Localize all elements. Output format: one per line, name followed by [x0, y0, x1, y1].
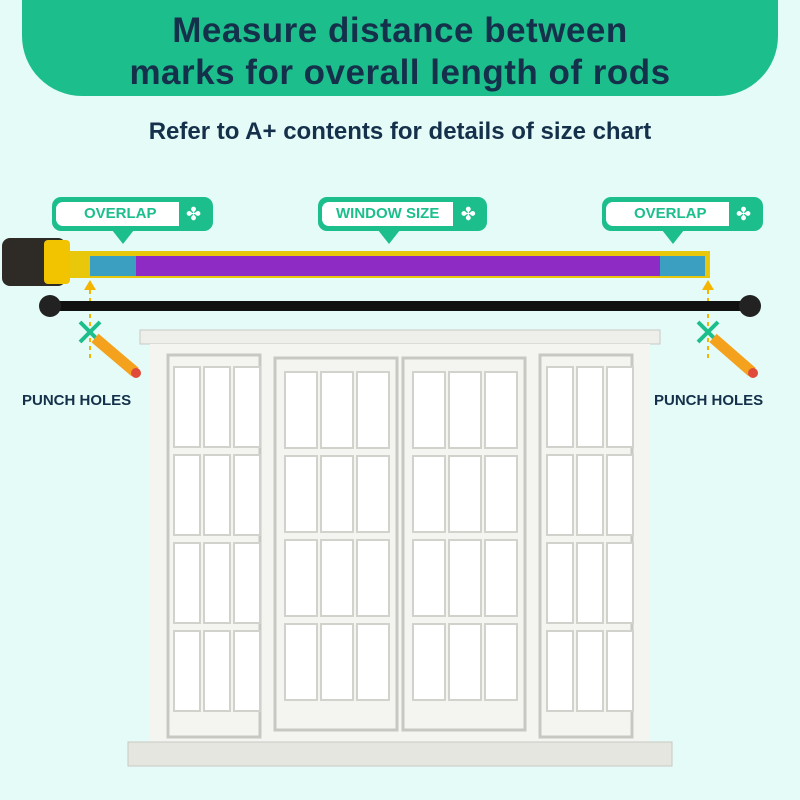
fan-icon: ✤	[460, 203, 476, 224]
punch-holes-right-label: PUNCH HOLES	[654, 392, 764, 409]
window-pane	[484, 371, 518, 449]
window-pane	[484, 623, 518, 701]
callout-overlap-right: OVERLAP ✤	[602, 197, 763, 244]
window-pane	[173, 542, 201, 624]
window-pane	[484, 455, 518, 533]
callout-label: OVERLAP	[56, 202, 179, 226]
window-pane	[356, 623, 390, 701]
window-pane	[576, 454, 604, 536]
window-pane	[233, 542, 261, 624]
title-line-2: marks for overall length of rods	[129, 53, 671, 92]
window-pane	[412, 371, 446, 449]
window-pane	[576, 542, 604, 624]
window-pane	[233, 366, 261, 448]
window-pane	[448, 455, 482, 533]
callout-label: WINDOW SIZE	[322, 202, 454, 226]
window-pane	[546, 454, 574, 536]
window-pane	[606, 542, 634, 624]
fan-icon: ✤	[735, 203, 752, 224]
header-banner	[22, 0, 778, 96]
window-pane	[546, 630, 574, 712]
window-pane	[412, 623, 446, 701]
window-pane	[284, 539, 318, 617]
window-pane	[284, 623, 318, 701]
punch-holes-left-label: PUNCH HOLES	[22, 392, 132, 409]
window-pane	[606, 454, 634, 536]
window-pane	[356, 539, 390, 617]
window-pane	[412, 455, 446, 533]
window-pane	[320, 623, 354, 701]
window-pane	[606, 366, 634, 448]
window-pane	[448, 623, 482, 701]
callout-window-size: WINDOW SIZE ✤	[318, 197, 488, 244]
callout-overlap-left: OVERLAP ✤	[52, 197, 213, 244]
tape-measure	[2, 238, 710, 286]
window-pane	[576, 630, 604, 712]
window-pane	[606, 630, 634, 712]
window-pane	[546, 366, 574, 448]
window-pane	[233, 454, 261, 536]
window-pane	[284, 455, 318, 533]
window-pane	[356, 371, 390, 449]
fan-icon: ✤	[185, 203, 202, 224]
window-pane	[320, 371, 354, 449]
window-pane	[576, 366, 604, 448]
window-pane	[484, 539, 518, 617]
window-pane	[173, 454, 201, 536]
window-pane	[546, 542, 574, 624]
window-pane	[203, 366, 231, 448]
window-pane	[320, 455, 354, 533]
window-pane	[203, 630, 231, 712]
window-pane	[173, 630, 201, 712]
window-pane	[356, 455, 390, 533]
bay-window	[127, 329, 673, 767]
curtain-rod	[39, 295, 761, 317]
window-pane	[284, 371, 318, 449]
window-pane	[412, 539, 446, 617]
window-pane	[233, 630, 261, 712]
subtitle: Refer to A+ contents for details of size…	[148, 118, 652, 145]
page-title: Measure distance between marks for overa…	[0, 10, 800, 94]
window-pane	[203, 454, 231, 536]
window-pane	[448, 539, 482, 617]
pencil-icon	[91, 333, 758, 378]
window-pane	[173, 366, 201, 448]
callout-label: OVERLAP	[606, 202, 729, 226]
title-line-1: Measure distance between	[172, 11, 628, 50]
window-pane	[448, 371, 482, 449]
window-pane	[203, 542, 231, 624]
window-pane	[320, 539, 354, 617]
